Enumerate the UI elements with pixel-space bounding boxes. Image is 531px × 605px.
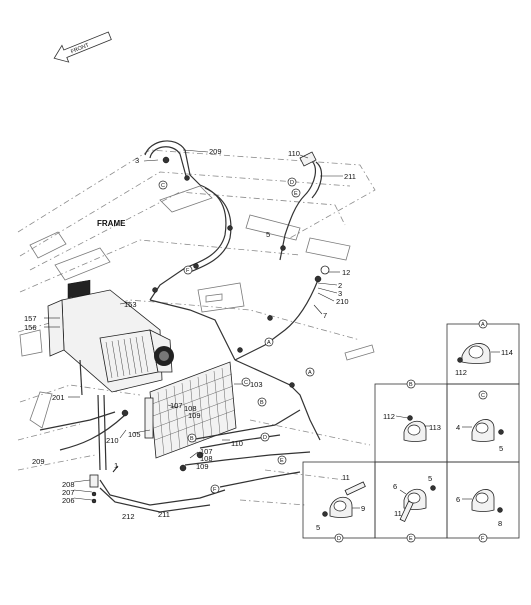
svg-text:D: D: [263, 435, 267, 441]
svg-text:B: B: [260, 400, 264, 406]
detail-b-label-113: 113: [429, 423, 441, 432]
svg-text:D: D: [290, 180, 294, 186]
callout-212: 212: [122, 512, 135, 521]
detail-e-letter: E: [409, 536, 413, 542]
callout-7: 7: [323, 311, 327, 320]
detail-e-label-5: 5: [428, 474, 432, 483]
svg-text:F: F: [213, 487, 217, 493]
svg-text:C: C: [161, 183, 165, 189]
detail-b-letter: B: [409, 382, 413, 388]
callout-207: 207: [62, 488, 75, 497]
ref-b2: B: [187, 433, 197, 443]
svg-text:B: B: [190, 436, 194, 442]
callout-3a: 3: [135, 156, 139, 165]
callout-110a: 110: [288, 149, 300, 158]
detail-e: E 5 6 11: [374, 461, 448, 543]
callout-109b: 109: [196, 462, 209, 471]
svg-text:C: C: [244, 380, 248, 386]
callout-201: 201: [52, 393, 65, 402]
detail-e-label-11: 11: [394, 509, 402, 518]
callout-110b: 110: [231, 439, 243, 448]
detail-d: D 11 9 5: [302, 461, 376, 543]
svg-text:F: F: [186, 268, 190, 274]
detail-a-label-112: 112: [455, 368, 467, 377]
detail-d-label-9: 9: [361, 504, 365, 513]
front-arrow: FRONT: [53, 31, 112, 63]
ref-c: C: [241, 377, 251, 387]
callout-156: 156: [24, 323, 37, 332]
callout-3b: 3: [338, 289, 342, 298]
callout-107a: 107: [170, 401, 183, 410]
detail-a-letter: A: [481, 322, 485, 328]
ref-a2: A: [305, 367, 315, 377]
reference-letters: A A B B C D E F C D E F: [158, 177, 315, 494]
condenser: [144, 361, 237, 459]
svg-text:E: E: [294, 191, 298, 197]
detail-c: C 4 5: [446, 383, 520, 463]
callout-1: 1: [114, 461, 118, 470]
callout-210b: 210: [106, 436, 119, 445]
detail-d-label-5: 5: [316, 523, 320, 532]
svg-text:E: E: [280, 458, 284, 464]
callout-210a: 210: [336, 297, 349, 306]
callout-103: 103: [250, 380, 263, 389]
detail-a-label-114: 114: [501, 348, 513, 357]
ref-f2: F: [210, 484, 220, 494]
detail-c-label-4: 4: [456, 423, 460, 432]
callout-5a: 5: [266, 230, 270, 239]
callout-153: 153: [124, 300, 137, 309]
callout-12: 12: [342, 268, 350, 277]
callout-107b: 107: [200, 447, 213, 456]
leader-lines: [44, 149, 343, 501]
callout-211b: 211: [158, 510, 170, 519]
detail-b: B 112 113: [374, 379, 448, 463]
ref-f: F: [183, 265, 193, 275]
callout-211a: 211: [344, 172, 356, 181]
callout-numbers: 3 209 110 211 5 12 2 3 210 7 153 157 156…: [24, 147, 356, 521]
callout-2: 2: [338, 281, 342, 290]
detail-b-label-112: 112: [383, 412, 395, 421]
ref-b1: B: [257, 397, 267, 407]
callout-209b: 209: [32, 457, 45, 466]
callout-108a: 108: [184, 404, 197, 413]
svg-text:A: A: [308, 370, 312, 376]
ref-e: E: [291, 188, 301, 198]
callout-209a: 209: [209, 147, 222, 156]
detail-f: F 6 8: [446, 461, 520, 543]
callout-108b: 108: [200, 454, 213, 463]
detail-views: A 114 112 B 112 113 C: [302, 319, 520, 543]
callout-109a: 109: [188, 411, 201, 420]
ref-d2: D: [260, 432, 270, 442]
callout-206: 206: [62, 496, 75, 505]
detail-a: A 114 112: [446, 319, 520, 385]
frame-label: FRAME: [97, 219, 126, 228]
detail-e-label-6: 6: [393, 482, 397, 491]
detail-d-label-11: 11: [342, 473, 350, 482]
detail-f-letter: F: [481, 536, 485, 542]
fittings: [89, 151, 330, 504]
callout-208: 208: [62, 480, 75, 489]
hose-lines: [39, 140, 323, 513]
ref-e2: E: [277, 455, 287, 465]
callout-105: 105: [128, 430, 141, 439]
detail-d-letter: D: [337, 536, 341, 542]
svg-text:A: A: [267, 340, 271, 346]
ref-c2: C: [158, 180, 168, 190]
ref-a1: A: [264, 337, 274, 347]
detail-c-label-5: 5: [499, 444, 503, 453]
frame-outline: [17, 149, 376, 506]
detail-f-label-8: 8: [498, 519, 502, 528]
ref-d: D: [287, 177, 297, 187]
detail-f-label-6: 6: [456, 495, 460, 504]
callout-157: 157: [24, 314, 37, 323]
hvac-unit: [47, 279, 174, 393]
detail-c-letter: C: [481, 393, 485, 399]
